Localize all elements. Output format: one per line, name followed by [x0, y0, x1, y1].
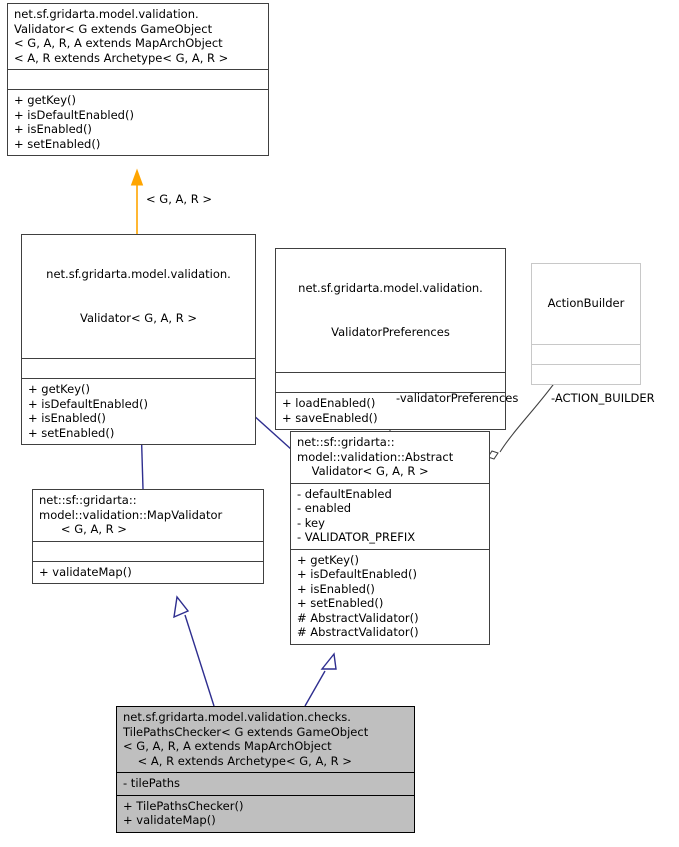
class-name-line: TilePathsChecker< G extends GameObject	[123, 724, 369, 739]
class-name-line: < A, R extends Archetype< G, A, R >	[14, 50, 229, 65]
class-attributes-compartment	[22, 358, 255, 378]
class-box-tile-paths-checker[interactable]: net.sf.gridarta.model.validation.checks.…	[116, 706, 415, 833]
class-attribute: - defaultEnabled	[297, 486, 392, 501]
class-operation: + setEnabled()	[14, 136, 101, 151]
class-name-line: < G, A, R, A extends MapArchObject	[14, 36, 223, 50]
class-name-line: net.sf.gridarta.model.validation.	[46, 267, 231, 281]
class-operation: + isEnabled()	[28, 411, 106, 425]
class-name-line: net.sf.gridarta.model.validation.	[14, 7, 199, 21]
class-operation: + isDefaultEnabled()	[297, 567, 417, 581]
class-operation: + setEnabled()	[28, 425, 115, 440]
class-name-line: net::sf::gridarta::	[297, 435, 395, 449]
class-box-validator-preferences[interactable]: net.sf.gridarta.model.validation. Valida…	[275, 248, 506, 430]
class-operations-compartment	[532, 363, 640, 384]
class-operations-compartment: + loadEnabled() + saveEnabled()	[276, 392, 505, 429]
class-operation: + isDefaultEnabled()	[28, 396, 148, 411]
class-operation: + validateMap()	[123, 813, 216, 827]
class-name-compartment: net.sf.gridarta.model.validation. Valida…	[276, 249, 505, 372]
class-name-compartment: net::sf::gridarta:: model::validation::A…	[291, 432, 489, 483]
class-box-map-validator[interactable]: net::sf::gridarta:: model::validation::M…	[32, 489, 264, 584]
class-name-line: model::validation::Abstract	[297, 449, 454, 464]
class-operation: + saveEnabled()	[282, 410, 378, 425]
class-name-line: Validator< G, A, R >	[297, 464, 429, 478]
class-operation: + isEnabled()	[14, 122, 92, 136]
class-operation: + isEnabled()	[297, 581, 375, 596]
class-operation: + TilePathsChecker()	[123, 798, 244, 813]
class-name-line: < A, R extends Archetype< G, A, R >	[123, 753, 352, 768]
class-name-compartment: net.sf.gridarta.model.validation. Valida…	[8, 4, 268, 69]
class-operations-compartment: + getKey() + isDefaultEnabled() + isEnab…	[22, 378, 255, 444]
class-operation: + isDefaultEnabled()	[14, 107, 134, 122]
class-operation: + validateMap()	[39, 564, 132, 579]
template-binding-edge	[130, 168, 144, 234]
class-operation: + setEnabled()	[297, 596, 384, 610]
class-operation: + getKey()	[14, 93, 76, 107]
class-attributes-compartment	[532, 343, 640, 364]
class-attribute: - VALIDATOR_PREFIX	[297, 530, 416, 544]
class-operations-compartment: + getKey() + isDefaultEnabled() + isEnab…	[291, 548, 489, 644]
class-attributes-compartment	[8, 69, 268, 89]
class-name-compartment: net::sf::gridarta:: model::validation::M…	[33, 490, 263, 541]
action-builder-role-label: -ACTION_BUILDER	[551, 391, 655, 405]
class-box-validator-gar[interactable]: net.sf.gridarta.model.validation. Valida…	[21, 234, 256, 445]
class-attribute: - enabled	[297, 501, 352, 515]
class-attributes-compartment: - tilePaths	[117, 772, 414, 795]
inheritance-edge-tilepaths-abstractvalidator	[304, 652, 337, 707]
class-box-abstract-validator[interactable]: net::sf::gridarta:: model::validation::A…	[290, 431, 490, 645]
class-operations-compartment: + validateMap()	[33, 560, 263, 584]
validator-preferences-role-label: -validatorPreferences	[396, 391, 519, 405]
class-name-line: model::validation::MapValidator	[39, 507, 223, 522]
class-name-line: Validator< G, A, R >	[79, 310, 197, 325]
class-operations-compartment: + getKey() + isDefaultEnabled() + isEnab…	[8, 89, 268, 155]
class-box-action-builder[interactable]: ActionBuilder	[531, 263, 641, 385]
class-name-line: < G, A, R, A extends MapArchObject	[123, 739, 332, 753]
class-operation: # AbstractValidator()	[297, 625, 419, 639]
class-attributes-compartment	[276, 372, 505, 392]
class-attributes-compartment	[33, 540, 263, 561]
class-attribute: - tilePaths	[123, 776, 181, 790]
class-name-line: ValidatorPreferences	[331, 324, 450, 339]
class-operation: + loadEnabled()	[282, 396, 376, 410]
inheritance-edge-tilepaths-mapvalidator	[173, 595, 215, 707]
class-name-line: < G, A, R >	[39, 522, 127, 536]
class-name-line: net.sf.gridarta.model.validation.checks.	[123, 710, 351, 724]
class-name-compartment: net.sf.gridarta.model.validation.checks.…	[117, 707, 414, 772]
class-operations-compartment: + TilePathsChecker() + validateMap()	[117, 794, 414, 832]
class-operation: + getKey()	[297, 552, 359, 567]
class-name-compartment: ActionBuilder	[532, 264, 640, 344]
template-binding-label: < G, A, R >	[146, 192, 212, 206]
class-name-line: net.sf.gridarta.model.validation.	[298, 281, 483, 295]
class-operation: # AbstractValidator()	[297, 610, 419, 625]
class-name-line: Validator< G extends GameObject	[14, 21, 213, 36]
class-attributes-compartment: - defaultEnabled - enabled - key - VALID…	[291, 482, 489, 549]
class-operation: + getKey()	[28, 382, 90, 396]
class-name-line: net::sf::gridarta::	[39, 493, 137, 507]
class-box-validator-generic[interactable]: net.sf.gridarta.model.validation. Valida…	[7, 3, 269, 156]
class-name-line: ActionBuilder	[547, 296, 625, 310]
class-name-compartment: net.sf.gridarta.model.validation. Valida…	[22, 235, 255, 358]
class-attribute: - key	[297, 515, 325, 530]
